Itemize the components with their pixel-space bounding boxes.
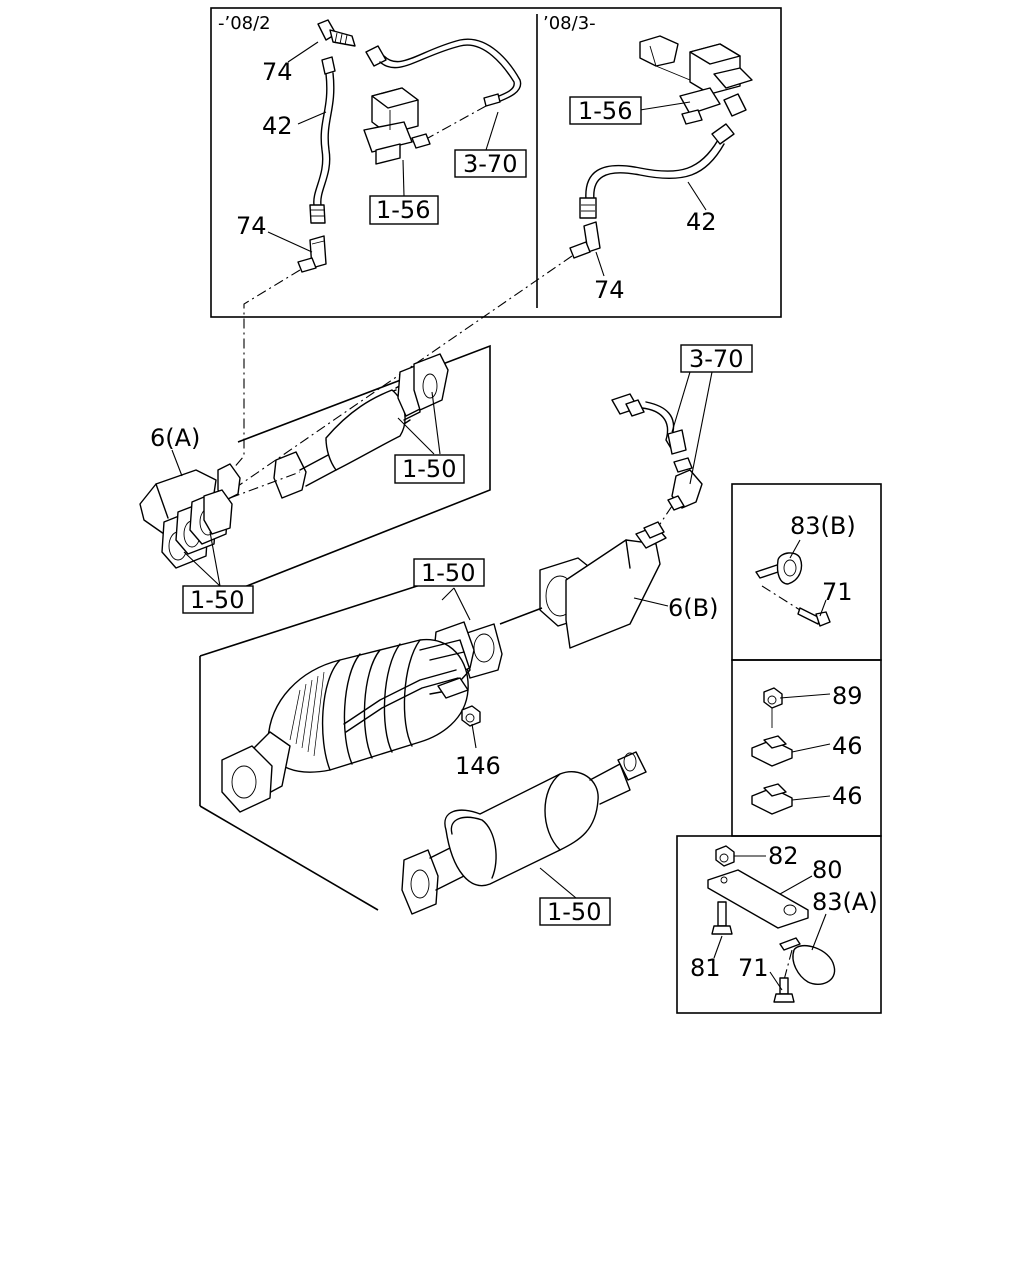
label-74-lower-left: 74 — [236, 212, 267, 240]
label-1-50-dpf: 1-50 — [421, 559, 475, 587]
label-1-50-left: 1-50 — [190, 586, 244, 614]
fitting-74-lower-right — [569, 221, 601, 259]
fitting-74-top — [317, 19, 356, 47]
nut-146 — [461, 705, 481, 727]
label-82: 82 — [768, 842, 799, 870]
label-80: 80 — [812, 856, 843, 884]
label-1-56-left: 1-56 — [376, 196, 430, 224]
label-81: 81 — [690, 954, 721, 982]
label-74-lower-right: 74 — [594, 276, 625, 304]
upper-pipe-section — [185, 344, 491, 611]
label-1-56-right: 1-56 — [578, 97, 632, 125]
label-89: 89 — [832, 682, 863, 710]
label-1-50-upper: 1-50 — [402, 455, 456, 483]
inset-header-late: ’08/3- — [543, 13, 596, 34]
label-146: 146 — [455, 752, 501, 780]
label-1-50-muffler: 1-50 — [547, 898, 601, 926]
muffler — [401, 751, 647, 915]
label-83b: 83(B) — [790, 512, 856, 540]
label-42-right: 42 — [686, 208, 717, 236]
label-74-top: 74 — [262, 58, 293, 86]
label-3-70-middle: 3-70 — [689, 345, 743, 373]
solenoid-valve-left — [363, 87, 431, 165]
label-71-bottom: 71 — [738, 954, 769, 982]
pipe-3-70-middle — [611, 393, 703, 511]
label-71-top: 71 — [822, 578, 853, 606]
fitting-74-lower-left — [297, 235, 327, 273]
heat-shield-6a — [139, 469, 233, 569]
hose-42-left — [309, 56, 336, 224]
hardware-panel: 83(B) 71 89 46 46 — [731, 483, 882, 837]
heat-shield-6b — [539, 521, 667, 649]
label-6b: 6(B) — [668, 594, 718, 622]
top-inset: -’08/2 ’08/3- 74 42 74 — [210, 7, 782, 318]
label-6a: 6(A) — [150, 424, 200, 452]
hardware-panel-bottom: 82 80 81 83(A) 71 — [676, 835, 882, 1014]
hose-42-right — [579, 123, 735, 219]
lower-dpf-section — [199, 577, 543, 911]
label-42-left: 42 — [262, 112, 293, 140]
label-46-lower: 46 — [832, 782, 863, 810]
inset-header-early: -’08/2 — [218, 13, 271, 34]
pipe-3-70-left — [365, 38, 522, 107]
label-3-70-left: 3-70 — [463, 150, 517, 178]
label-46-upper: 46 — [832, 732, 863, 760]
label-83a: 83(A) — [812, 888, 878, 916]
solenoid-valve-right — [639, 35, 753, 125]
